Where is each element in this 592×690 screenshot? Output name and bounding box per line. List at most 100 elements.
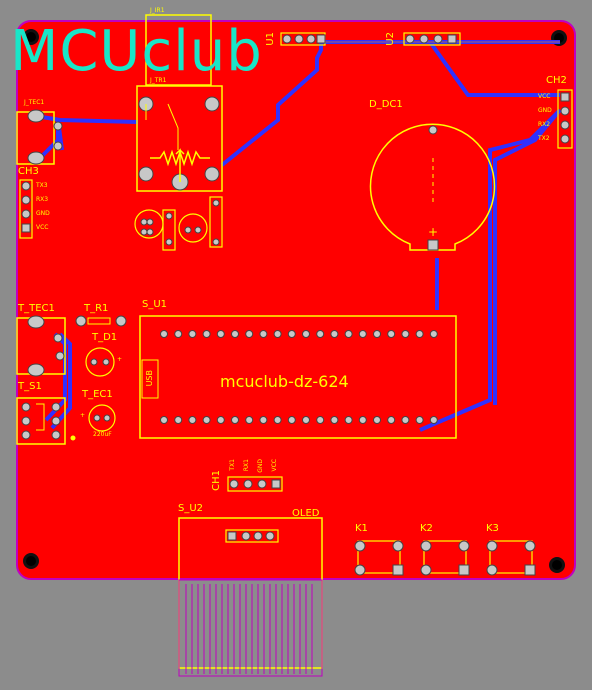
module-pin	[202, 330, 211, 338]
label-k2: K2	[420, 523, 433, 534]
ch1-pin-vcc: VCC	[271, 459, 278, 472]
module-pin	[231, 330, 239, 338]
module-pin	[245, 416, 254, 424]
label-t-d1: T_D1	[92, 332, 118, 343]
module-pin	[344, 416, 353, 424]
module-pin	[273, 416, 282, 424]
t-r1-resistor	[75, 315, 127, 327]
j-tec1-pads	[27, 109, 63, 165]
module-pin	[373, 416, 381, 424]
module-name-label: mcuclub-dz-624	[220, 372, 349, 391]
ch3-pin-vcc: VCC	[36, 224, 49, 231]
module-pin	[429, 330, 438, 338]
module-pin	[373, 330, 381, 338]
board-copper	[16, 20, 576, 580]
module-pin	[287, 416, 296, 424]
label-j-tr1: J_TR1	[150, 77, 167, 84]
module-pin	[401, 416, 410, 424]
module-pin	[188, 416, 197, 424]
j-tr1-footprint	[136, 85, 223, 192]
label-s-u2: S_U2	[178, 503, 204, 514]
module-pin	[216, 330, 225, 338]
label-ch1: CH1	[211, 470, 222, 491]
led-plus-sign: +	[117, 356, 123, 363]
u2-header	[403, 32, 461, 46]
label-u1: U1	[265, 32, 276, 46]
module-pin	[415, 330, 424, 338]
battery-holder-outline	[369, 123, 496, 251]
module-pin	[273, 330, 282, 338]
ch1-pin-gnd: GND	[257, 459, 264, 473]
label-t-tec1: T_TEC1	[18, 303, 55, 314]
label-d-dc1: D_DC1	[369, 99, 403, 110]
ch2-pin-tx2: TX2	[538, 135, 550, 142]
module-pin	[231, 416, 239, 424]
ch2-pin-vcc: VCC	[538, 93, 551, 100]
ch3-pin-tx3: TX3	[36, 182, 48, 189]
module-pin	[429, 416, 438, 424]
module-pin	[202, 416, 211, 424]
ch2-pin-rx2: RX2	[538, 121, 551, 128]
module-pin	[358, 416, 367, 424]
label-s-u1: S_U1	[142, 299, 168, 310]
cap-plus-sign: +	[80, 412, 86, 419]
usb-label: USB	[145, 370, 154, 387]
label-u2: U2	[385, 32, 396, 46]
s-u1-bottom-pins	[160, 416, 438, 424]
ch2-header	[557, 89, 573, 149]
brand-logo-text: MCUclub	[10, 19, 263, 84]
label-t-ec1: T_EC1	[82, 389, 113, 400]
module-pin	[174, 416, 183, 424]
module-pin	[358, 330, 367, 338]
key-switches	[354, 540, 536, 576]
ch1-header	[227, 476, 283, 492]
label-j-tec1: J_TEC1	[24, 99, 45, 106]
mounting-holes	[23, 29, 567, 573]
module-pin	[302, 416, 310, 424]
label-t-r1: T_R1	[84, 303, 109, 314]
module-pin	[316, 330, 325, 338]
module-pin	[330, 416, 339, 424]
cap-value-label: 220uF	[93, 431, 112, 438]
module-pin	[188, 330, 197, 338]
module-pin	[415, 416, 424, 424]
label-ch3: CH3	[18, 166, 39, 177]
label-j-ir1: J_IR1	[150, 7, 165, 14]
ch3-pin-gnd: GND	[36, 210, 50, 217]
ch2-pin-gnd: GND	[538, 107, 552, 114]
s-u1-top-pins	[160, 330, 438, 338]
battery-plus-sign: +	[428, 225, 439, 239]
module-pin	[344, 330, 353, 338]
module-pin	[160, 330, 168, 338]
module-pin	[401, 330, 410, 338]
module-pin	[302, 330, 310, 338]
module-pin	[245, 330, 254, 338]
module-pin	[216, 416, 225, 424]
ch1-pin-tx1: TX1	[229, 459, 236, 471]
module-pin	[387, 330, 396, 338]
module-pin	[387, 416, 396, 424]
t-ec1-capacitor	[88, 404, 116, 432]
module-pin	[160, 416, 168, 424]
label-oled: OLED	[292, 508, 320, 519]
module-pin	[259, 416, 268, 424]
module-pin	[287, 330, 296, 338]
module-pin	[259, 330, 268, 338]
label-t-s1: T_S1	[18, 381, 42, 392]
j-ir1-footprint	[145, 14, 212, 86]
t-s1-switch	[16, 397, 66, 445]
label-ch2: CH2	[546, 75, 567, 86]
ch1-pin-rx1: RX1	[243, 459, 250, 472]
label-k3: K3	[486, 523, 499, 534]
usb-port-outline	[141, 359, 159, 399]
label-k1: K1	[355, 523, 368, 534]
module-pin	[174, 330, 183, 338]
module-pin	[330, 330, 339, 338]
ch3-header	[19, 179, 33, 239]
oled-flex-area	[178, 579, 323, 677]
module-pin	[316, 416, 325, 424]
t-d1-led	[85, 347, 115, 377]
ch3-pin-rx3: RX3	[36, 196, 49, 203]
s-u1-module	[139, 315, 457, 439]
